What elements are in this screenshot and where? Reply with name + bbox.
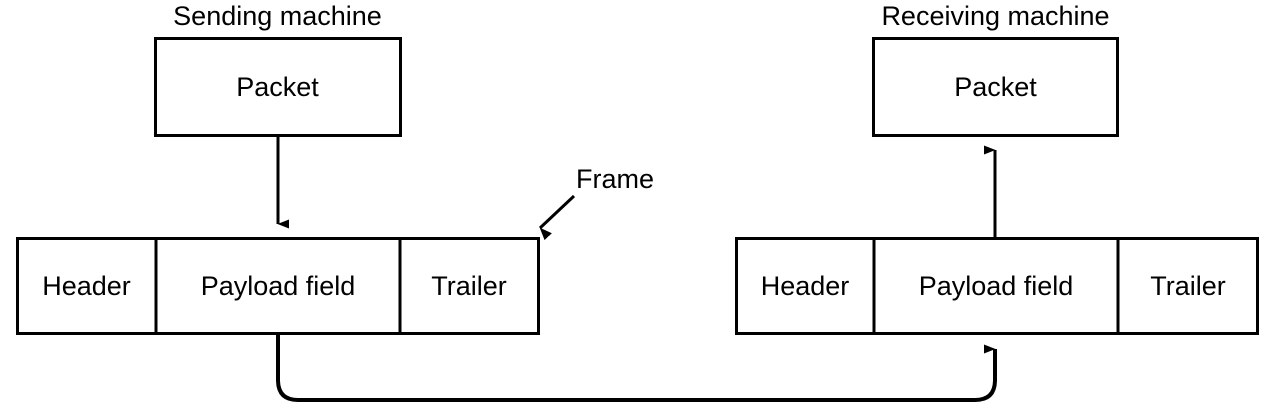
sending-frame-box — [16, 237, 540, 335]
receiving-packet-box — [872, 37, 1119, 137]
receiving-frame-box — [735, 237, 1259, 335]
receiving-frame-trailer-label: Trailer — [1150, 270, 1226, 301]
frame-callout-label: Frame — [576, 164, 655, 194]
frame-callout-arrow — [538, 194, 576, 241]
receiving-frame-header-label: Header — [760, 270, 850, 301]
sending-packet-label: Packet — [236, 71, 319, 102]
transmission-path — [276, 335, 997, 402]
receiving-machine-title: Receiving machine — [881, 1, 1110, 31]
sending-machine-title: Sending machine — [173, 1, 382, 31]
sending-frame-header-label: Header — [42, 270, 131, 301]
sending-packet-box — [154, 37, 402, 137]
receiving-packet-label: Packet — [954, 71, 1037, 102]
sending-frame-trailer-label: Trailer — [431, 270, 507, 301]
receiving-frame-payload-label: Payload field — [918, 270, 1074, 301]
sending-frame-payload-label: Payload field — [200, 270, 356, 301]
